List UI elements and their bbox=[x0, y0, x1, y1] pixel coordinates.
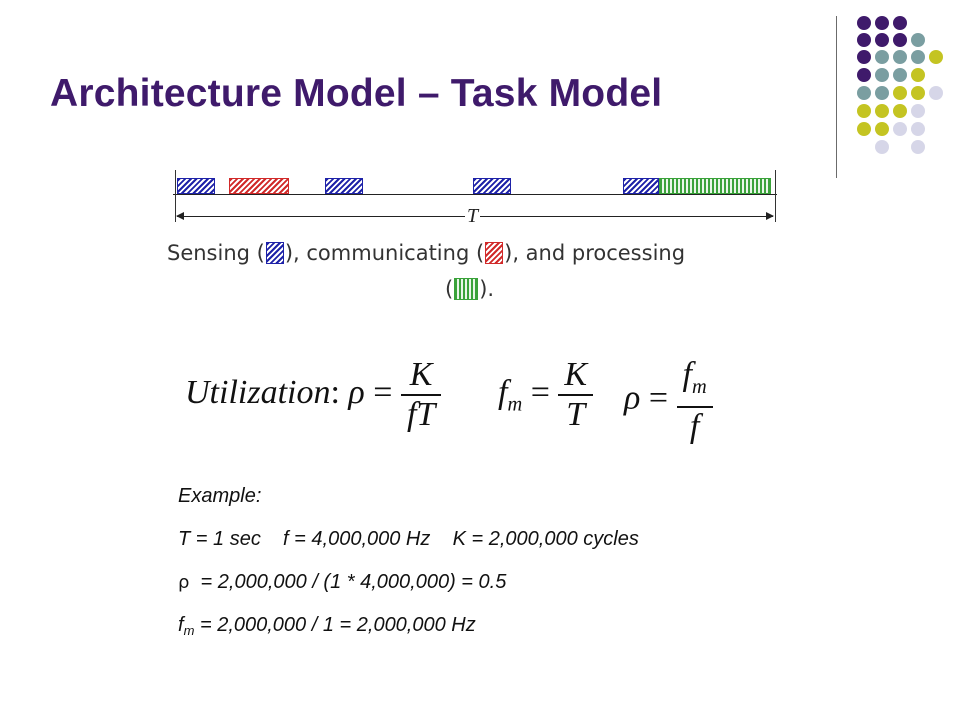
caption-text: ), and processing bbox=[504, 241, 686, 265]
dot bbox=[875, 122, 889, 136]
task-timing-figure: T Sensing ( ), communicating ( ), and proc… bbox=[165, 160, 785, 310]
dot bbox=[875, 16, 889, 30]
dot bbox=[911, 86, 925, 100]
dot bbox=[875, 50, 889, 64]
denominator: T bbox=[558, 394, 594, 434]
period-end-tick bbox=[775, 170, 776, 222]
dot bbox=[875, 68, 889, 82]
dot bbox=[875, 140, 889, 154]
sensing-block bbox=[623, 178, 659, 194]
figure-caption-line1: Sensing ( ), communicating ( ), and proces… bbox=[167, 240, 685, 266]
dot bbox=[911, 140, 925, 154]
dot bbox=[911, 68, 925, 82]
dot bbox=[929, 50, 943, 64]
dot bbox=[911, 122, 925, 136]
figure-caption-line2: (). bbox=[445, 276, 494, 302]
denominator: fT bbox=[400, 394, 442, 434]
dot bbox=[893, 122, 907, 136]
dot bbox=[911, 33, 925, 47]
dot bbox=[857, 50, 871, 64]
dot bbox=[857, 68, 871, 82]
denominator: f bbox=[676, 405, 713, 446]
example-line-3: fm = 2,000,000 / 1 = 2,000,000 Hz bbox=[178, 611, 639, 654]
numerator: fm bbox=[677, 356, 713, 406]
sensing-block bbox=[177, 178, 215, 194]
sensing-block bbox=[325, 178, 363, 194]
communicating-block bbox=[229, 178, 289, 194]
sensing-block bbox=[473, 178, 511, 194]
dot bbox=[875, 86, 889, 100]
example-line-2-text: = 2,000,000 / (1 * 4,000,000) = 0.5 bbox=[189, 571, 507, 593]
rho-symbol: ρ bbox=[348, 373, 365, 411]
dot bbox=[893, 33, 907, 47]
period-arrow-right bbox=[766, 212, 774, 220]
dot bbox=[911, 50, 925, 64]
f-symbol: f bbox=[682, 356, 692, 393]
dot bbox=[857, 122, 871, 136]
m-subscript: m bbox=[691, 375, 707, 398]
caption-text: Sensing ( bbox=[167, 241, 265, 265]
dot bbox=[893, 104, 907, 118]
equals-sign: = bbox=[373, 373, 393, 411]
slide-title: Architecture Model – Task Model bbox=[50, 72, 663, 115]
dot bbox=[857, 86, 871, 100]
dot bbox=[911, 104, 925, 118]
dot bbox=[893, 16, 907, 30]
caption-text: ), communicating ( bbox=[284, 241, 485, 265]
m-subscript: m bbox=[507, 393, 523, 416]
dot bbox=[857, 104, 871, 118]
rho-symbol: ρ bbox=[624, 379, 641, 417]
colon: : bbox=[330, 373, 340, 411]
f-symbol: f bbox=[498, 373, 508, 411]
caption-text: ( bbox=[445, 277, 454, 301]
example-line-1: T = 1 sec f = 4,000,000 Hz K = 2,000,000… bbox=[178, 528, 639, 550]
processing-block bbox=[659, 178, 771, 194]
communicating-swatch bbox=[485, 242, 504, 264]
dot bbox=[875, 33, 889, 47]
period-start-tick bbox=[175, 170, 176, 222]
dot bbox=[875, 104, 889, 118]
dot bbox=[893, 68, 907, 82]
sensing-swatch bbox=[265, 242, 284, 264]
example-heading: Example: bbox=[178, 485, 262, 507]
vertical-divider bbox=[836, 16, 837, 178]
timeline-baseline bbox=[173, 194, 777, 195]
numerator: K bbox=[409, 356, 433, 393]
processing-swatch bbox=[454, 278, 479, 300]
f-symbol: f bbox=[178, 614, 184, 636]
dot bbox=[893, 50, 907, 64]
equals-sign: = bbox=[530, 373, 550, 411]
caption-text: ). bbox=[479, 277, 495, 301]
dot bbox=[857, 33, 871, 47]
dot bbox=[857, 16, 871, 30]
dot bbox=[929, 86, 943, 100]
example-block: Example: T = 1 sec f = 4,000,000 Hz K = … bbox=[178, 482, 639, 654]
example-line-3-text: = 2,000,000 / 1 = 2,000,000 Hz bbox=[194, 614, 476, 636]
rho-symbol: ρ bbox=[178, 572, 190, 593]
utilization-label: Utilization bbox=[185, 373, 331, 411]
example-line-2: ρ = 2,000,000 / (1 * 4,000,000) = 0.5 bbox=[178, 568, 639, 611]
period-arrow-left bbox=[176, 212, 184, 220]
dot bbox=[893, 86, 907, 100]
m-subscript: m bbox=[183, 623, 195, 638]
numerator: K bbox=[564, 356, 588, 393]
equals-sign: = bbox=[648, 379, 669, 417]
period-label: T bbox=[465, 205, 481, 227]
